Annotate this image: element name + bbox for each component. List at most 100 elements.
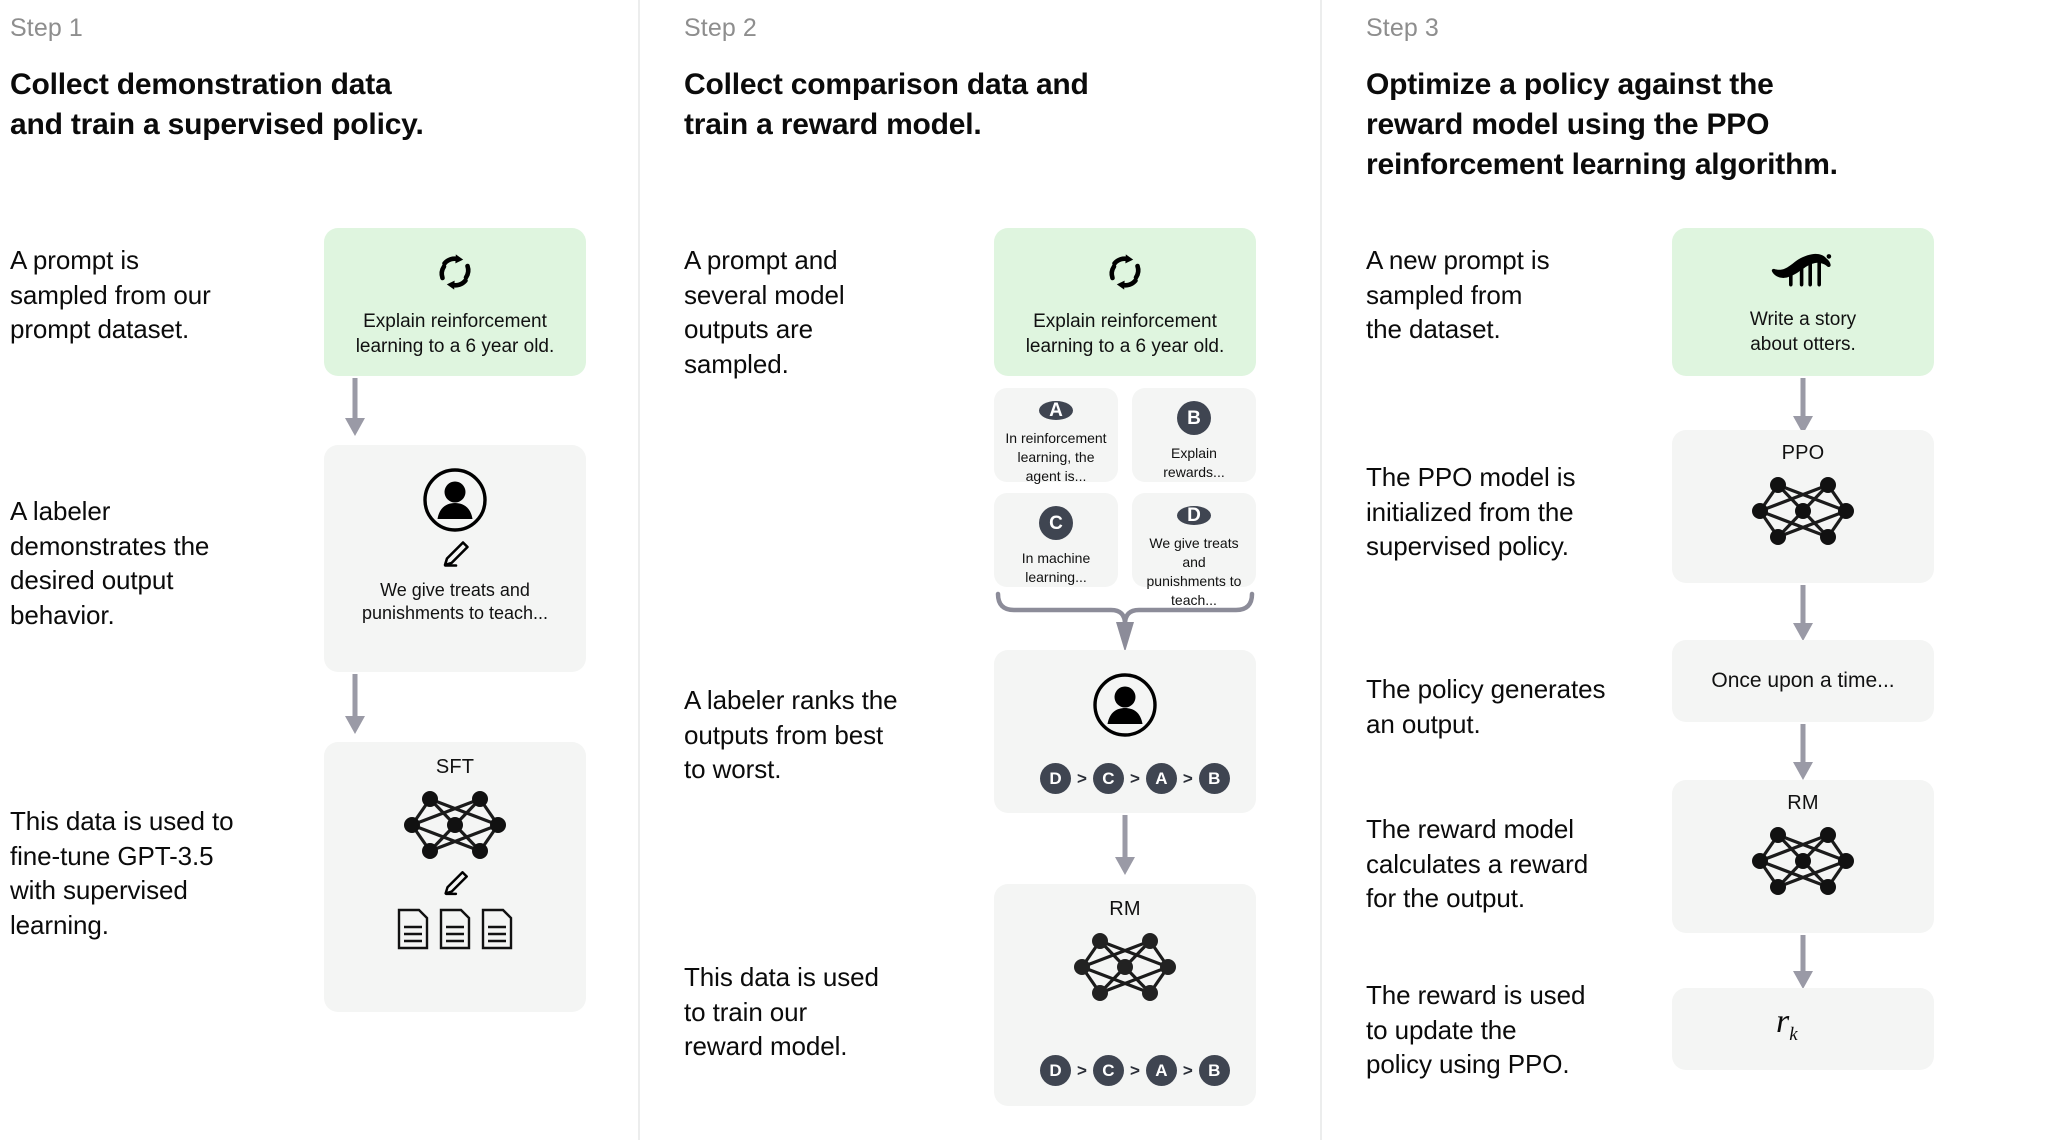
rank-badge-2: C <box>1092 1055 1124 1086</box>
option-text-d: We give treats and punishments to teach.… <box>1146 535 1242 608</box>
step-3-arrow-4 <box>1793 935 1813 989</box>
reward-formula-sub: k <box>1789 1023 1798 1045</box>
rank-badge-4: B <box>1198 1055 1230 1086</box>
step-2-note-3: This data is used to train our reward mo… <box>684 962 879 1062</box>
rank-badge-1: D <box>1040 1055 1071 1086</box>
step-3-flow: A new prompt is sampled from the dataset… <box>1322 0 2048 1140</box>
option-badge-b: B <box>1177 401 1211 435</box>
step-3-column: Step 3 Optimize a policy against the rew… <box>1320 0 2048 1140</box>
step-2-option-c[interactable]: C In machine learning... <box>994 493 1118 587</box>
step-3-label: Step 3 <box>1366 14 1439 42</box>
step-2-note-2: A labeler ranks the outputs from best to… <box>684 685 898 785</box>
option-text-a: In reinforcement learning, the agent is.… <box>1005 430 1107 484</box>
step-1-note-1: A prompt is sampled from our prompt data… <box>10 245 211 345</box>
step-3-output-card[interactable]: Once upon a time... <box>1672 640 1934 722</box>
step-3-arrow-2 <box>1793 585 1813 641</box>
step-1-arrow-1 <box>345 378 365 436</box>
step-3-reward-card[interactable]: rk <box>1672 988 1934 1070</box>
step-1-note-2: A labeler demonstrates the desired outpu… <box>10 496 210 630</box>
step-3-title-line-2: reward model using the PPO <box>1366 107 1770 141</box>
step-1-arrow-2 <box>345 674 365 734</box>
step-1-prompt-card[interactable]: Explain reinforcement learning to a 6 ye… <box>324 228 586 376</box>
step-3-note-4: The reward model calculates a reward for… <box>1366 814 1589 914</box>
step-1-labeler-card[interactable]: We give treats and punishments to teach.… <box>324 445 586 672</box>
step-2-title-line-1: Collect comparison data and <box>684 68 1089 101</box>
rank-gt-2: > <box>1129 1060 1140 1080</box>
step-2-rm-ranking-row: D > C > A > B <box>1040 1055 1230 1086</box>
neural-network-icon <box>994 927 1256 1007</box>
step-2-arrow-2 <box>1115 815 1135 875</box>
neural-network-icon <box>324 785 586 865</box>
step-2-title-line-2: train a reward model. <box>684 107 982 141</box>
step-2-label: Step 2 <box>684 14 757 42</box>
reward-formula: rk <box>1776 1003 1798 1046</box>
step-1-title-line-2: and train a supervised policy. <box>10 107 424 141</box>
step-2-merge-brace-arrow <box>995 591 1255 652</box>
step-3-title-line-3: reinforcement learning algorithm. <box>1366 147 1838 181</box>
step-3-rm-card[interactable]: RM <box>1672 780 1934 933</box>
refresh-cycle-icon <box>324 250 586 294</box>
option-badge-d: D <box>1177 506 1211 525</box>
step-1-title-line-1: Collect demonstration data <box>10 68 392 101</box>
step-3-note-1: A new prompt is sampled from the dataset… <box>1366 245 1550 345</box>
step-1-title: Collect demonstration data and train a s… <box>10 65 570 145</box>
step-1-labeler-text: We give treats and punishments to teach.… <box>361 580 549 624</box>
person-icon <box>994 672 1256 738</box>
step-2-column: Step 2 Collect comparison data and train… <box>638 0 1320 1140</box>
step-1-sft-title: SFT <box>435 756 475 778</box>
step-1-note-3: This data is used to fine-tune GPT-3.5 w… <box>10 806 234 940</box>
step-3-rm-title: RM <box>1787 792 1819 814</box>
step-2-ranking-row: D > C > A > B <box>1040 763 1230 794</box>
option-text-c: In machine learning... <box>1021 550 1091 585</box>
step-3-note-3: The policy generates an output. <box>1366 674 1606 739</box>
step-2-option-a[interactable]: A In reinforcement learning, the agent i… <box>994 388 1118 484</box>
step-3-new-prompt-text: Write a story about otters. <box>1749 309 1857 355</box>
rank-badge-3: A <box>1145 763 1177 794</box>
option-badge-a: A <box>1039 401 1073 420</box>
rank-gt-2: > <box>1129 768 1140 788</box>
option-badge-c: C <box>1039 506 1073 540</box>
step-3-ppo-title: PPO <box>1781 442 1825 464</box>
person-icon <box>324 467 586 533</box>
step-2-option-d[interactable]: D We give treats and punishments to teac… <box>1132 493 1256 608</box>
rank-badge-1: D <box>1040 763 1071 794</box>
step-2-ranking-card[interactable]: D > C > A > B <box>994 650 1256 813</box>
step-3-new-prompt-card[interactable]: Write a story about otters. <box>1672 228 1934 376</box>
neural-network-icon <box>1672 471 1934 551</box>
rank-gt-1: > <box>1077 1060 1087 1080</box>
step-3-arrow-3 <box>1793 724 1813 780</box>
step-3-title: Optimize a policy against the reward mod… <box>1366 65 1926 185</box>
step-2-prompt-text: Explain reinforcement learning to a 6 ye… <box>1025 311 1225 357</box>
rank-gt-1: > <box>1077 768 1087 788</box>
step-3-arrow-1 <box>1793 378 1813 434</box>
step-2-note-1: A prompt and several model outputs are s… <box>684 245 845 379</box>
step-1-prompt-text: Explain reinforcement learning to a 6 ye… <box>355 311 555 357</box>
step-2-rm-card[interactable]: RM <box>994 884 1256 1106</box>
refresh-cycle-icon <box>994 250 1256 294</box>
step-2-option-b[interactable]: B Explain rewards... <box>1132 388 1256 482</box>
neural-network-icon <box>1672 821 1934 901</box>
rank-gt-3: > <box>1182 1060 1193 1080</box>
step-1-label: Step 1 <box>10 14 83 42</box>
rank-badge-2: C <box>1092 763 1124 794</box>
step-2-title: Collect comparison data and train a rewa… <box>684 65 1204 145</box>
step-1-flow: A prompt is sampled from our prompt data… <box>0 0 638 1140</box>
step-2-rm-title: RM <box>1109 898 1141 920</box>
rank-gt-3: > <box>1182 768 1193 788</box>
rank-badge-4: B <box>1198 763 1230 794</box>
step-2-prompt-card[interactable]: Explain reinforcement learning to a 6 ye… <box>994 228 1256 376</box>
step-3-note-5: The reward is used to update the policy … <box>1366 980 1586 1080</box>
pencil-icon <box>324 869 586 899</box>
pencil-icon <box>324 539 586 571</box>
step-3-title-line-1: Optimize a policy against the <box>1366 68 1774 101</box>
step-3-ppo-card[interactable]: PPO <box>1672 430 1934 583</box>
step-1-sft-card[interactable]: SFT <box>324 742 586 1012</box>
step-3-output-text: Once upon a time... <box>1711 669 1895 693</box>
otter-icon <box>1672 250 1934 292</box>
documents-icon <box>324 907 586 951</box>
rank-badge-3: A <box>1145 1055 1177 1086</box>
reward-formula-base: r <box>1776 1003 1790 1040</box>
step-3-note-2: The PPO model is initialized from the su… <box>1366 462 1576 562</box>
step-2-flow: A prompt and several model outputs are s… <box>640 0 1320 1140</box>
